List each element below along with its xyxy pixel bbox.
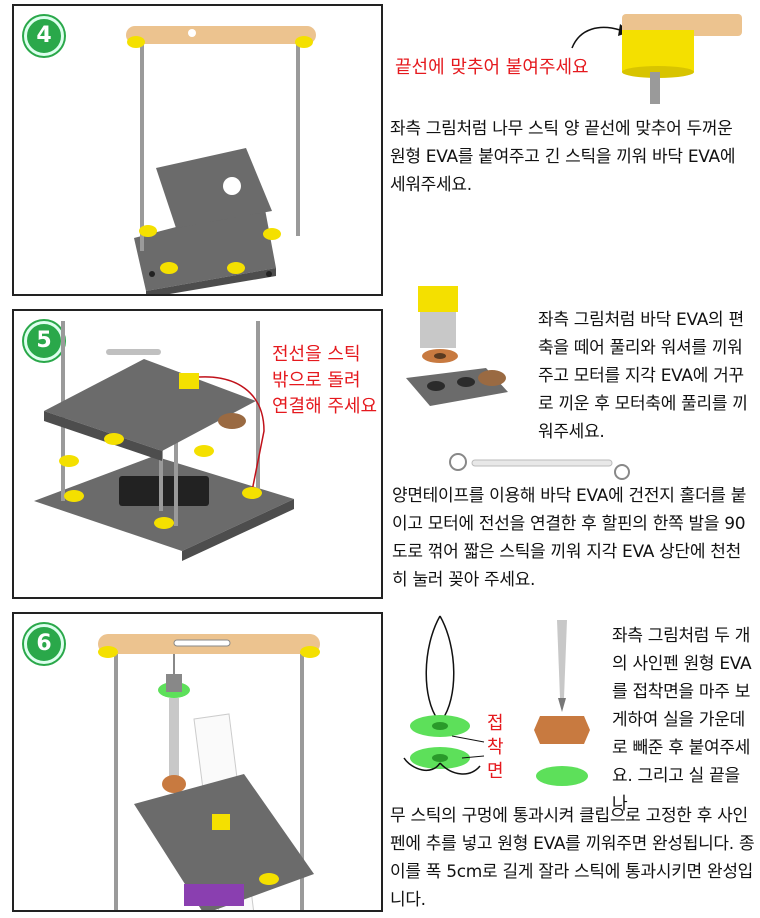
step5-pin-stick-illustration bbox=[449, 453, 630, 480]
step4-detail-illustration bbox=[571, 14, 742, 104]
step6-badge: 6 bbox=[24, 624, 64, 664]
step5-illustration-panel: 5 bbox=[12, 309, 383, 599]
step4-badge: 4 bbox=[24, 16, 64, 56]
step4-text: 좌측 그림처럼 나무 스틱 양 끝선에 맞추어 두꺼운 원형 EVA를 붙여주고… bbox=[390, 119, 736, 195]
step5-motor-parts-illustration bbox=[406, 286, 508, 406]
step4-frame-illustration bbox=[126, 26, 316, 294]
step6-text-bottom: 무 스틱의 구멍에 통과시켜 클립으로 고정한 후 사인펜에 추를 넣고 원형 … bbox=[390, 806, 755, 910]
step4-illustration-panel: 4 bbox=[12, 4, 383, 296]
step6-illustration-panel: 6 bbox=[12, 612, 383, 912]
step6-text-right: 좌측 그림처럼 두 개의 사인펜 원형 EVA를 접착면을 마주 보게하여 실을… bbox=[612, 626, 752, 814]
step6-final-illustration bbox=[98, 634, 320, 910]
step6-pen-parts-illustration bbox=[403, 615, 590, 786]
step5-text-bottom: 양면테이프를 이용해 바닥 EVA에 건전지 홀더를 붙이고 모터에 전선을 연… bbox=[392, 486, 747, 590]
step5-assembly-illustration bbox=[34, 321, 294, 561]
step4-callout: 끝선에 맞추어 붙여주세요 bbox=[395, 57, 589, 78]
step6-callout: 접착면 bbox=[487, 713, 504, 782]
step5-text-right: 좌측 그림처럼 바닥 EVA의 편축을 떼어 풀리와 워셔를 끼워주고 모터를 … bbox=[538, 310, 748, 442]
step5-callout: 전선을 스틱 밖으로 돌려 연결해 주세요 bbox=[272, 344, 378, 417]
